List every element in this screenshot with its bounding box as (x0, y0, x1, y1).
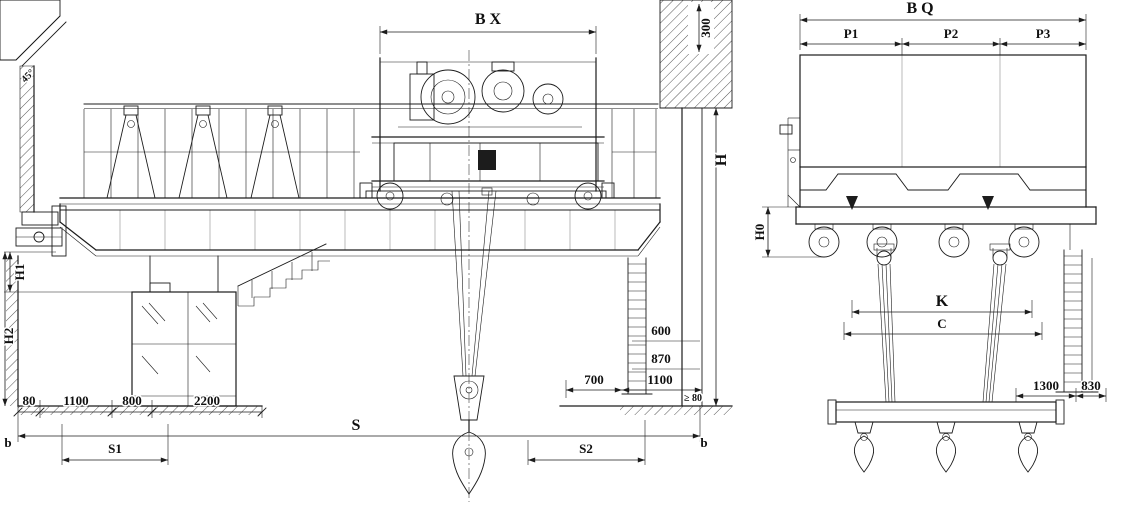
dim-label-800: 800 (122, 393, 142, 408)
p-dimensions: P1 P2 P3 (800, 25, 1086, 55)
platform-bracket (779, 117, 801, 208)
lifting-hooks (853, 421, 1039, 473)
access-ladder-right (621, 257, 653, 395)
walkway-handrail (83, 103, 659, 198)
trolley-rail (365, 190, 607, 199)
dim-label-1300: 1300 (1033, 378, 1059, 393)
s1-dimension: S1 (61, 424, 169, 465)
k-dimension: K (851, 292, 1033, 318)
bridge-girder (59, 190, 661, 257)
lifting-hook (935, 421, 957, 473)
dim-label-80: 80 (23, 393, 36, 408)
crane-wheels (808, 223, 1040, 258)
span-dimension: S b b (3, 406, 709, 452)
bridge-end-block (799, 54, 1087, 168)
operator-cab (131, 255, 237, 407)
dim-label-1100: 1100 (63, 393, 88, 408)
trolley-assembly (359, 57, 615, 210)
dim-label-s2: S2 (579, 441, 593, 456)
wall-left-lower (6, 255, 263, 415)
h-dimension: H (702, 107, 732, 406)
dim-label-b-right: b (700, 435, 707, 450)
trolley-buffer-right (601, 182, 615, 199)
dim-label-p2: P2 (944, 26, 958, 41)
maintenance-ladder (1055, 224, 1099, 393)
front-view: 45° (0, 0, 733, 502)
access-stairs (237, 243, 330, 307)
bottom-right-dimensions: 1300 830 (1015, 377, 1107, 402)
dim-label-bx: B X (475, 11, 502, 28)
dim-label-870: 870 (651, 351, 671, 366)
h0-dimension: H0 (751, 206, 824, 258)
lifting-hook (1017, 421, 1039, 473)
c-dimension: C (843, 315, 1043, 340)
dim-label-300: 300 (698, 18, 713, 38)
wall-bracket-assembly (15, 205, 67, 257)
wall-top-left: 45° (0, 0, 67, 213)
cable-stand (178, 105, 228, 199)
dim-label-ge80: ≥ 80 (684, 393, 702, 404)
hoist-ropes (451, 190, 497, 377)
trolley-wheels (376, 182, 602, 210)
cable-stands (106, 105, 300, 199)
dim-label-700: 700 (584, 372, 604, 387)
dim-label-830: 830 (1081, 378, 1101, 393)
dim-label-p1: P1 (844, 26, 858, 41)
cable-stand (106, 105, 156, 199)
wall-right: 300 (559, 0, 733, 415)
dim-label-h0: H0 (752, 224, 767, 241)
girder-profile (799, 166, 1087, 210)
dim-label-2200: 2200 (194, 393, 220, 408)
crane-hook (452, 431, 486, 495)
dim-label-p3: P3 (1036, 26, 1051, 41)
dim-label-k: K (936, 293, 949, 310)
end-carriage (795, 206, 1097, 258)
h1-h2-dimensions: H1 H2 (0, 251, 132, 406)
lifting-beam (827, 399, 1065, 425)
cable-stand (250, 105, 300, 199)
rope-anchor (982, 196, 994, 210)
cab-glazing (141, 302, 218, 375)
trolley-buffer-left (359, 182, 373, 199)
upper-sheave-block (478, 150, 496, 170)
side-view: B Q P1 P2 P3 (751, 0, 1107, 473)
dim-label-600: 600 (651, 323, 671, 338)
lifting-hook (853, 421, 875, 473)
dim-label-s: S (352, 417, 361, 434)
dim-label-h: H (713, 153, 730, 166)
hoist-machinery (398, 61, 582, 128)
dim-label-c: C (937, 316, 946, 331)
dim-label-h2: H2 (1, 328, 16, 345)
dim-label-s1: S1 (108, 441, 122, 456)
dim-label-1100-right: 1100 (647, 372, 672, 387)
dim-label-bq: B Q (906, 0, 933, 17)
dim-label-b-left: b (4, 435, 11, 450)
right-dimension-stack: 600 870 700 1100 ≥ 80 (565, 322, 704, 406)
dim-label-h1: H1 (12, 264, 27, 281)
bx-dimension: B X (379, 10, 597, 54)
bq-dimension: B Q (799, 0, 1087, 50)
hook-block (452, 375, 486, 495)
rope-anchor (846, 196, 858, 210)
bottom-left-dimension-chain: 80 1100 800 2200 (13, 392, 267, 442)
s2-dimension: S2 (527, 420, 646, 465)
